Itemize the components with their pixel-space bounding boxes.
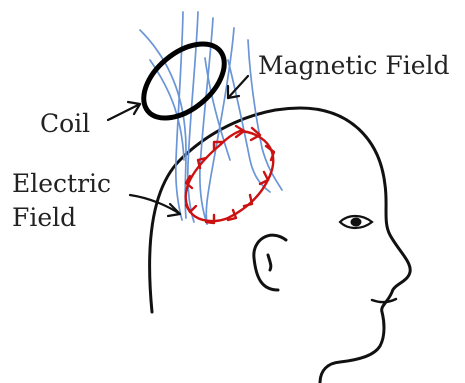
e-arrow-right-1	[266, 146, 274, 160]
ear	[254, 235, 286, 290]
electric-field-label-line2: Field	[12, 203, 76, 232]
eye	[340, 216, 372, 228]
mouth	[372, 299, 396, 302]
e-arrow-right-3	[244, 195, 252, 206]
coil-label: Coil	[40, 109, 90, 138]
electric-field-label-line1: Electric	[12, 169, 111, 198]
magnetic-field-label: Magnetic Field	[258, 51, 450, 80]
